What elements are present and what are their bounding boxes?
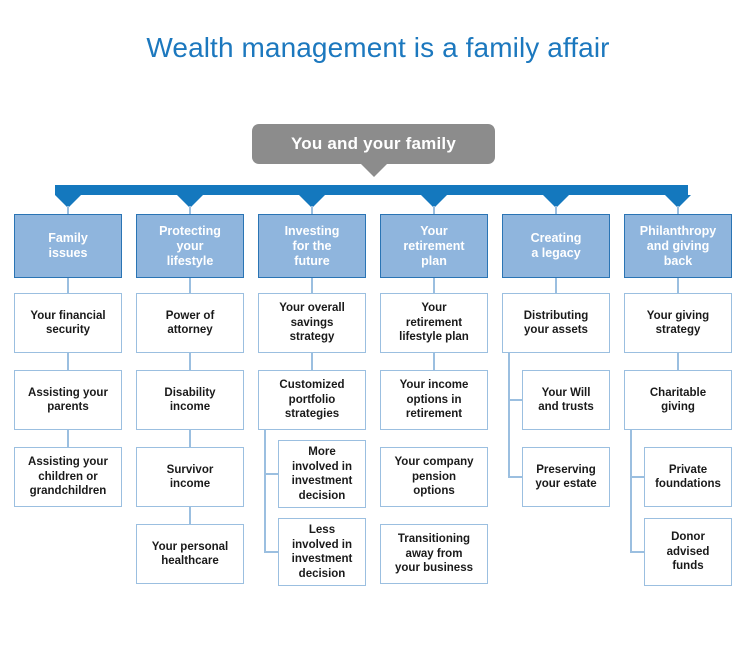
distribution-stem-5 — [555, 206, 557, 216]
root-node-label: You and your family — [290, 134, 456, 153]
connector-header-to-node-5-1 — [555, 278, 557, 293]
root-node-you-and-your-family[interactable]: You and your family — [252, 124, 495, 164]
distribution-arrow-4 — [421, 195, 447, 208]
connector-node-2-3-to-4 — [189, 507, 191, 524]
connector-node-2-2-to-3 — [189, 430, 191, 447]
connector-stub-5-2 — [508, 399, 522, 401]
connector-node-4-1-to-2 — [433, 353, 435, 370]
distribution-stem-2 — [189, 206, 191, 216]
connector-stub-3-4 — [264, 551, 278, 553]
distribution-stem-1 — [67, 206, 69, 216]
distribution-arrow-2 — [177, 195, 203, 208]
connector-rail-6-4 — [630, 430, 632, 552]
connector-header-to-node-6-1 — [677, 278, 679, 293]
distribution-arrow-5 — [543, 195, 569, 208]
connector-rail-5-3 — [508, 353, 510, 477]
connector-header-to-node-1-1 — [67, 278, 69, 293]
connector-stub-5-3 — [508, 476, 522, 478]
connector-stub-3-3 — [264, 473, 278, 475]
distribution-bar — [55, 185, 688, 195]
connector-header-to-node-2-1 — [189, 278, 191, 293]
connector-rail-3-4 — [264, 430, 266, 552]
root-node-tail-icon — [360, 163, 388, 177]
connector-node-1-2-to-3 — [67, 430, 69, 447]
connector-node-3-1-to-2 — [311, 353, 313, 370]
connector-node-6-1-to-2 — [677, 353, 679, 370]
connector-node-1-1-to-2 — [67, 353, 69, 370]
distribution-arrow-3 — [299, 195, 325, 208]
distribution-stem-3 — [311, 206, 313, 216]
distribution-stem-4 — [433, 206, 435, 216]
page-title: Wealth management is a family affair — [146, 32, 610, 63]
connector-node-2-1-to-2 — [189, 353, 191, 370]
connector-header-to-node-3-1 — [311, 278, 313, 293]
connector-stub-6-4 — [630, 551, 644, 553]
distribution-arrow-1 — [55, 195, 81, 208]
distribution-stem-6 — [677, 206, 679, 216]
connector-stub-6-3 — [630, 476, 644, 478]
distribution-arrow-6 — [665, 195, 691, 208]
connector-header-to-node-4-1 — [433, 278, 435, 293]
